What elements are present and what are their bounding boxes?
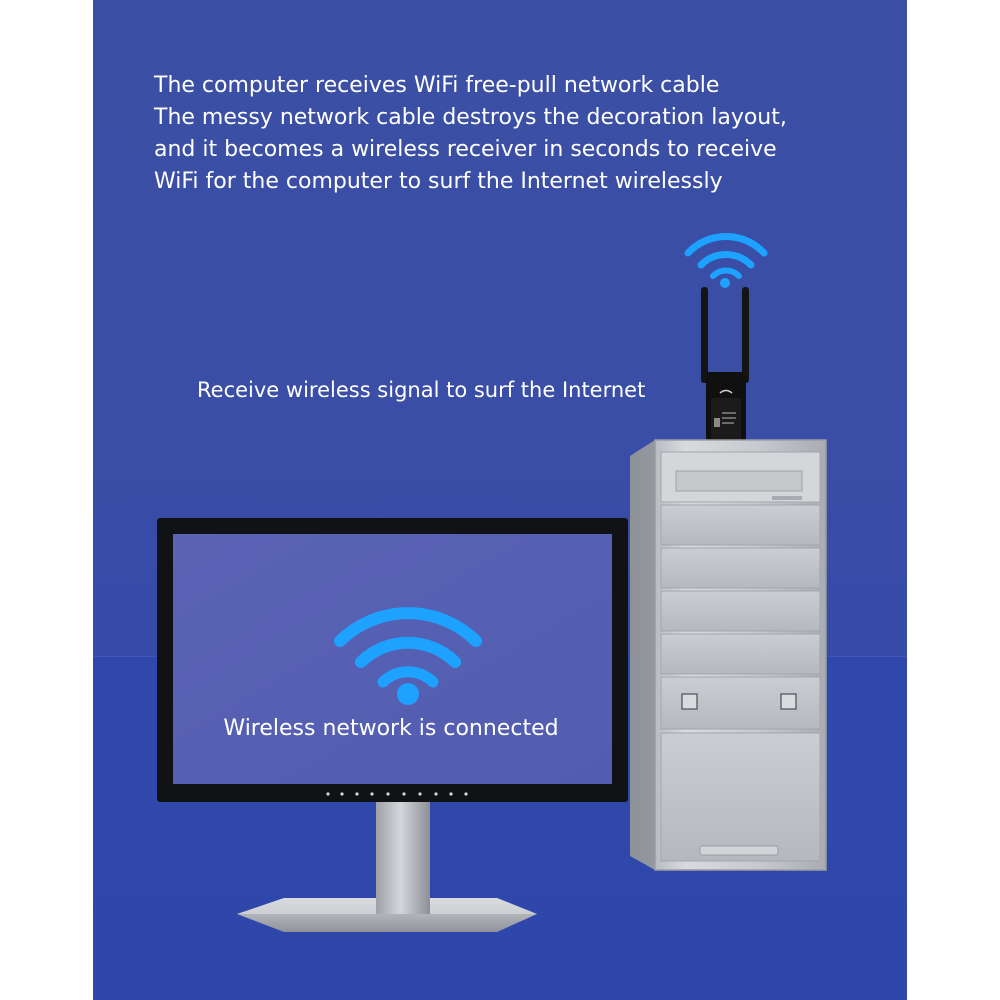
square-icon bbox=[681, 693, 698, 710]
headline-text: The computer receives WiFi free-pull net… bbox=[154, 70, 787, 198]
wifi-icon bbox=[334, 607, 482, 705]
monitor-buttons bbox=[326, 792, 468, 796]
usb-wifi-adapter bbox=[701, 287, 749, 442]
headline-line-2: The messy network cable destroys the dec… bbox=[154, 105, 787, 130]
headline-line-1: The computer receives WiFi free-pull net… bbox=[154, 73, 720, 98]
headline-line-3: and it becomes a wireless receiver in se… bbox=[154, 137, 777, 162]
wifi-icon bbox=[684, 233, 768, 288]
connection-status-text: Wireless network is connected bbox=[223, 716, 559, 741]
headline-line-4: WiFi for the computer to surf the Intern… bbox=[154, 169, 723, 194]
square-icon bbox=[780, 693, 797, 710]
tower-computer bbox=[630, 439, 827, 871]
signal-caption: Receive wireless signal to surf the Inte… bbox=[197, 378, 646, 402]
monitor bbox=[157, 518, 628, 932]
